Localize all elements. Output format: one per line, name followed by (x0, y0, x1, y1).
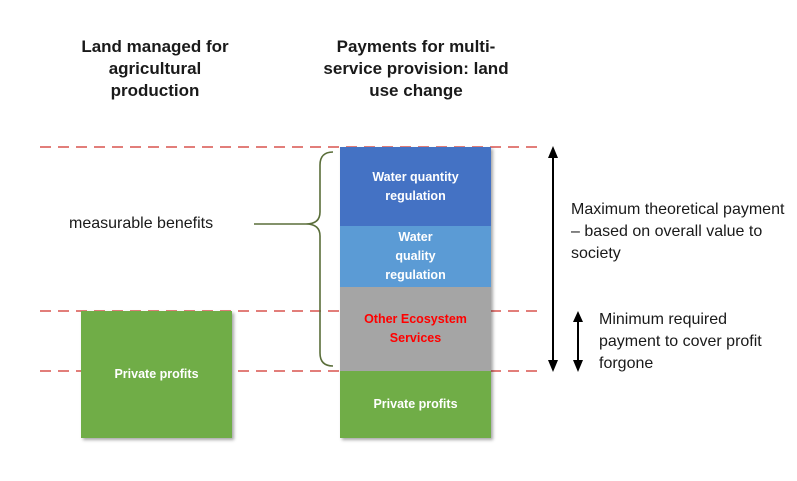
left-private-profits-box: Private profits (81, 311, 232, 438)
water-quality-box: Water quality regulation (340, 226, 491, 287)
other-ecosystem-services-box: Other Ecosystem Services (340, 287, 491, 371)
water-quantity-box: Water quantity regulation (340, 147, 491, 226)
right-heading: Payments for multi-service provision: la… (323, 37, 509, 100)
left-heading: Land managed for agricultural production (81, 37, 229, 100)
minimum-payment-label: Minimum required payment to cover profit… (599, 311, 762, 372)
maximum-payment-label: Maximum theoretical payment – based on o… (571, 201, 785, 262)
min-payment-arrow (573, 311, 583, 372)
right-private-profits-box: Private profits (340, 371, 491, 438)
measurable-benefits-label: measurable benefits (69, 215, 214, 232)
benefits-bracket (305, 151, 334, 367)
max-payment-arrow (548, 146, 558, 372)
